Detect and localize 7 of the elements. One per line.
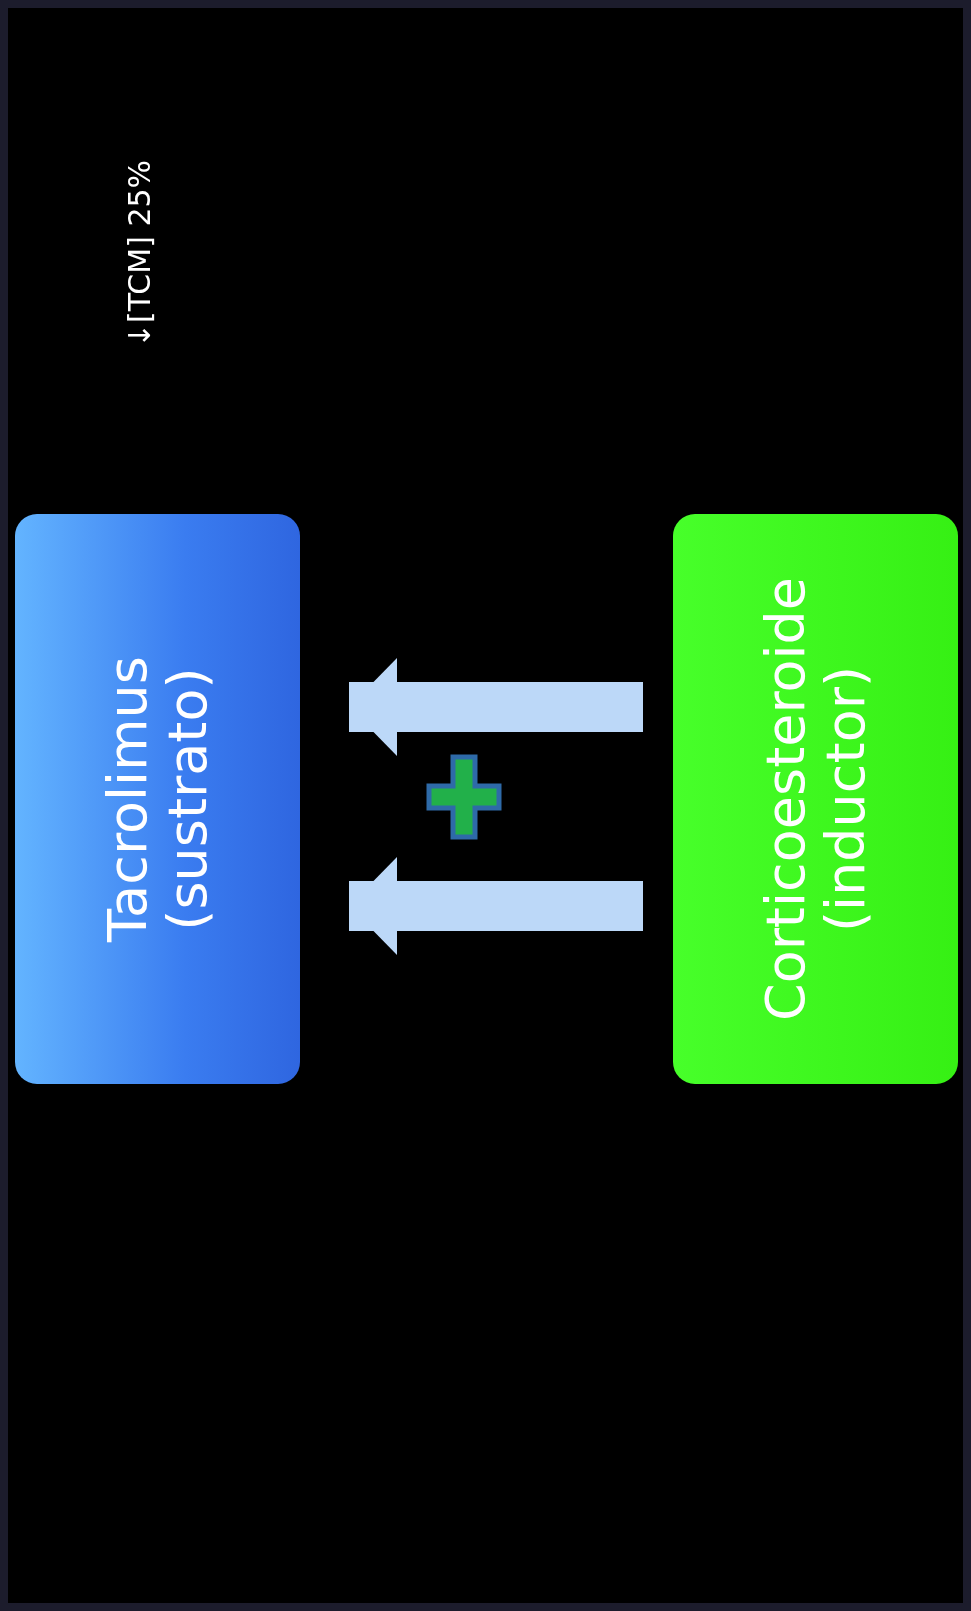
box-label: Corticoesteroide (inductor) (755, 575, 876, 1024)
box-label: Tacrolimus (sustrato) (97, 655, 218, 945)
block-arrow (349, 857, 643, 955)
process-box (673, 514, 958, 1084)
reduction-note: ↓[TCM] 25% (121, 159, 157, 349)
block-arrow (349, 658, 643, 756)
process-box (15, 514, 300, 1084)
